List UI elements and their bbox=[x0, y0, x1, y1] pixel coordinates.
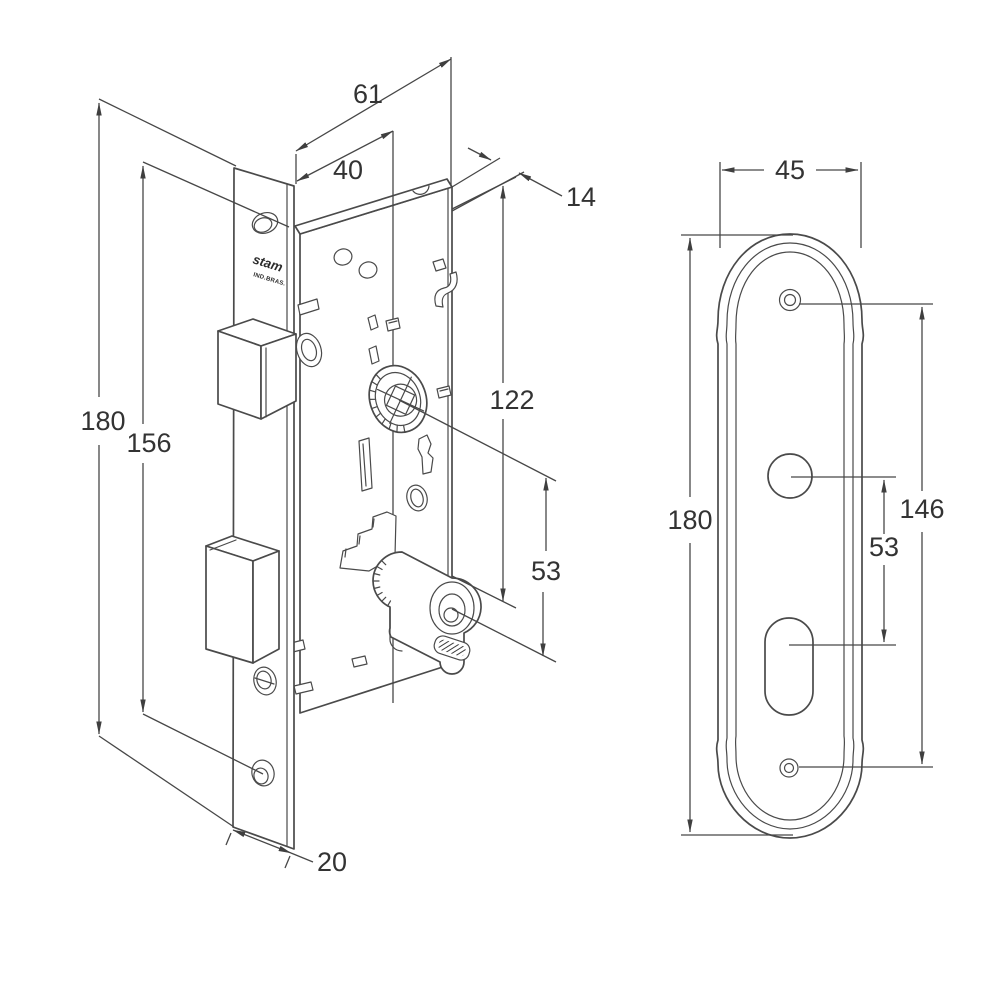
dim-53-lock: 53 bbox=[398, 399, 561, 663]
faceplate-screw-hole-bottom bbox=[251, 759, 275, 787]
cylinder-slot bbox=[433, 635, 471, 661]
faceplate-screw-hole-top bbox=[251, 212, 279, 234]
dim-label-61: 61 bbox=[353, 79, 383, 109]
faceplate-screw-hole-middle bbox=[253, 666, 277, 696]
hook-lever bbox=[434, 271, 458, 308]
lock-dimensions: 61 40 14 180 bbox=[80, 57, 596, 877]
dim-label-20: 20 bbox=[317, 847, 347, 877]
escutcheon-view: 45 180 146 bbox=[667, 155, 945, 839]
dim-122: 122 bbox=[451, 176, 535, 609]
dim-label-40: 40 bbox=[333, 155, 363, 185]
faceplate: stam IND.BRAS. bbox=[232, 167, 295, 850]
dim-14: 14 bbox=[451, 147, 596, 212]
dim-146: 146 bbox=[799, 303, 945, 768]
latch-guide bbox=[295, 298, 323, 368]
latch-bolt bbox=[217, 318, 297, 420]
escutcheon-plate bbox=[715, 233, 865, 839]
euro-cylinder bbox=[372, 551, 482, 675]
dim-45: 45 bbox=[719, 155, 862, 248]
plate-screw-hole-top bbox=[778, 288, 802, 312]
dim-label-180-plate: 180 bbox=[667, 505, 712, 535]
spindle-oval bbox=[406, 484, 428, 512]
plate-screw-hole-bottom bbox=[779, 758, 799, 778]
mortise-lock-view: stam IND.BRAS. bbox=[80, 57, 596, 877]
dim-61: 61 bbox=[295, 57, 452, 185]
deadbolt bbox=[205, 535, 280, 664]
hook-pin bbox=[432, 258, 447, 272]
dim-label-53-plate: 53 bbox=[869, 532, 899, 562]
dim-label-180-lock: 180 bbox=[80, 406, 125, 436]
keyhole-slot bbox=[764, 617, 814, 716]
locking-lever bbox=[417, 434, 434, 475]
plate-dimensions: 45 180 146 bbox=[667, 155, 945, 836]
dim-label-53-lock: 53 bbox=[531, 556, 561, 586]
dim-53-plate: 53 bbox=[789, 476, 899, 646]
dim-label-14: 14 bbox=[566, 182, 596, 212]
dim-20: 20 bbox=[225, 829, 347, 877]
keyway bbox=[443, 607, 459, 623]
cylinder-back-hatch bbox=[372, 559, 392, 607]
dim-180-plate: 180 bbox=[667, 234, 793, 836]
dim-label-45: 45 bbox=[775, 155, 805, 185]
handle-hole bbox=[767, 453, 813, 499]
dim-label-122: 122 bbox=[489, 385, 534, 415]
dim-156: 156 bbox=[126, 161, 290, 775]
dim-40: 40 bbox=[296, 130, 394, 185]
dim-180-lock: 180 bbox=[80, 98, 237, 828]
dim-label-156: 156 bbox=[126, 428, 171, 458]
dim-label-146: 146 bbox=[899, 494, 944, 524]
